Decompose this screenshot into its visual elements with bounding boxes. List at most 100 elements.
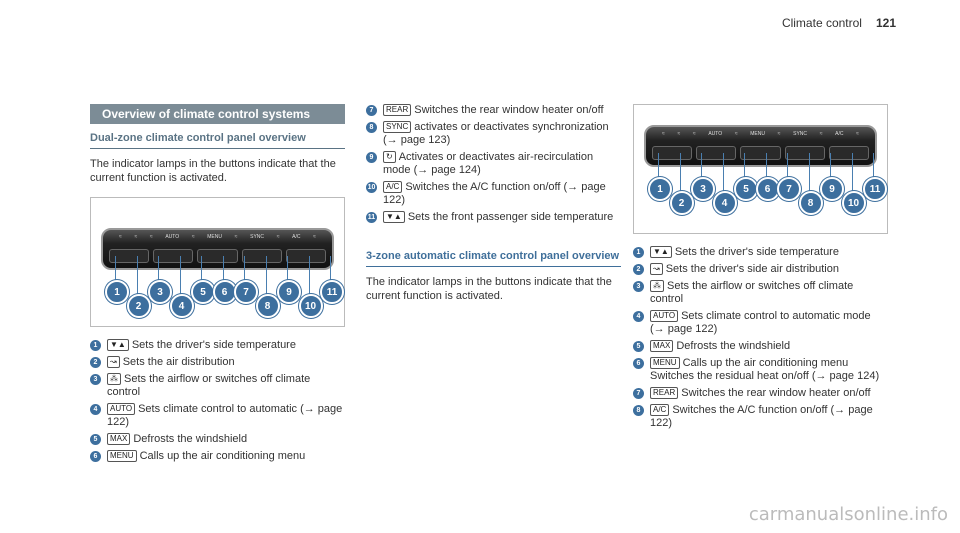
button-icon: ▼▲ xyxy=(383,211,405,223)
legend-text: Activates or deactivates air-recirculati… xyxy=(383,151,594,176)
panel-label: ≈ xyxy=(276,234,280,240)
callout-number: 1 xyxy=(90,340,101,351)
callout-number: 10 xyxy=(366,182,377,193)
leader-line xyxy=(873,153,874,179)
callout-number: 4 xyxy=(633,311,644,322)
button-icon: REAR xyxy=(383,104,412,116)
panel-label: ≈ xyxy=(692,131,696,137)
button-icon: A/C xyxy=(650,404,670,416)
legend-text: Sets the driver's side temperature xyxy=(674,246,839,258)
dual-zone-subtitle: Dual-zone climate control panel overview xyxy=(90,132,345,149)
legend-text: Switches the rear window heater on/off xyxy=(414,104,604,116)
callout-marker: 9 xyxy=(820,177,844,201)
panel-label: SYNC xyxy=(250,234,265,240)
callout-number: 5 xyxy=(90,434,101,445)
leader-line xyxy=(244,256,245,282)
leader-line xyxy=(265,256,267,296)
panel-label: ≈ xyxy=(856,131,859,137)
panel-label: ≈ xyxy=(149,234,153,240)
callout-marker: 1 xyxy=(105,280,129,304)
legend-item: 1▼▲Sets the driver's side temperature xyxy=(90,339,345,352)
panel-label: ≈ xyxy=(134,234,138,240)
callout-marker: 10 xyxy=(298,294,323,318)
callout-marker: 5 xyxy=(734,177,758,201)
callout-marker: 3 xyxy=(148,280,172,304)
leader-line xyxy=(787,153,788,179)
button-icon: A/C xyxy=(383,181,403,193)
legend-text: Sets the airflow or switches off climate… xyxy=(107,373,311,398)
callout-marker: 5 xyxy=(191,280,215,304)
leader-line xyxy=(308,256,310,296)
callout-marker: 1 xyxy=(648,177,672,201)
legend-text: Switches the rear window heater on/off xyxy=(681,387,871,399)
callout-number: 2 xyxy=(90,357,101,368)
panel-label: AUTO xyxy=(708,131,723,137)
leader-line xyxy=(744,153,745,179)
control-panel-image: ≈≈≈AUTO≈MENU≈SYNC≈A/C≈ xyxy=(101,228,334,270)
leader-line xyxy=(115,256,116,282)
callout-marker: 2 xyxy=(126,294,151,318)
section-name: Climate control xyxy=(781,16,862,30)
panel-buttons xyxy=(109,249,327,263)
panel-label: ≈ xyxy=(662,131,665,137)
callout-marker: 8 xyxy=(255,294,280,318)
watermark: carmanualsonline.info xyxy=(748,504,948,525)
button-icon: AUTO xyxy=(107,403,136,415)
panel-label: MENU xyxy=(750,131,765,137)
callout-marker: 7 xyxy=(777,177,801,201)
leader-line xyxy=(830,153,831,179)
legend-text: Sets the air distribution xyxy=(122,356,235,368)
callout-number: 1 xyxy=(633,247,644,258)
callout-marker: 3 xyxy=(691,177,715,201)
legend-text: Sets climate control to automatic (→ pag… xyxy=(107,403,343,428)
panel-buttons xyxy=(652,146,870,160)
callout-marker: 6 xyxy=(212,280,237,304)
legend-text: Sets the driver's side air distribution xyxy=(665,263,839,275)
callout-number: 11 xyxy=(366,212,377,223)
callout-marker: 6 xyxy=(755,177,780,201)
callout-number: 3 xyxy=(90,374,101,385)
panel-label: ≈ xyxy=(234,234,238,240)
leader-line xyxy=(158,256,159,282)
panel-label: ≈ xyxy=(734,131,738,137)
panel-label: ≈ xyxy=(119,234,122,240)
panel-label: ≈ xyxy=(313,234,316,240)
callout-marker: 4 xyxy=(169,294,194,318)
legend-text: Defrosts the windshield xyxy=(676,340,791,352)
panel-label: MENU xyxy=(207,234,222,240)
legend-item: 11▼▲Sets the front passenger side temper… xyxy=(366,211,621,224)
button-icon: ▼▲ xyxy=(650,246,672,258)
button-icon: ↝ xyxy=(650,263,663,275)
callout-number: 7 xyxy=(633,388,644,399)
leader-line xyxy=(701,153,702,179)
button-icon: ↻ xyxy=(383,151,396,163)
callout-marker: 10 xyxy=(841,191,866,215)
legend-item: 3⁂Sets the airflow or switches off clima… xyxy=(90,373,345,399)
page-header: Climate control 121 xyxy=(782,16,896,30)
callout-marker: 4 xyxy=(712,191,737,215)
legend-item: 2 ↝Sets the driver's side air distributio… xyxy=(633,263,888,276)
legend-text: Calls up the air conditioning menu xyxy=(139,450,306,462)
left-column: Overview of climate control systems Dual… xyxy=(90,104,345,467)
callout-number: 8 xyxy=(366,122,377,133)
callout-number: 2 xyxy=(633,264,644,275)
legend-text: Defrosts the windshield xyxy=(133,433,248,445)
panel-label: ≈ xyxy=(191,234,195,240)
three-zone-subtitle: 3-zone automatic climate control panel o… xyxy=(366,250,621,267)
legend-text: Sets the airflow or switches off climate… xyxy=(650,280,854,305)
leader-line xyxy=(201,256,202,282)
button-icon: REAR xyxy=(650,387,679,399)
leader-line xyxy=(136,256,138,296)
panel-label: ≈ xyxy=(677,131,681,137)
button-icon: ⁂ xyxy=(650,280,664,292)
panel-labels: ≈≈≈AUTO≈MENU≈SYNC≈A/C≈ xyxy=(119,232,316,242)
